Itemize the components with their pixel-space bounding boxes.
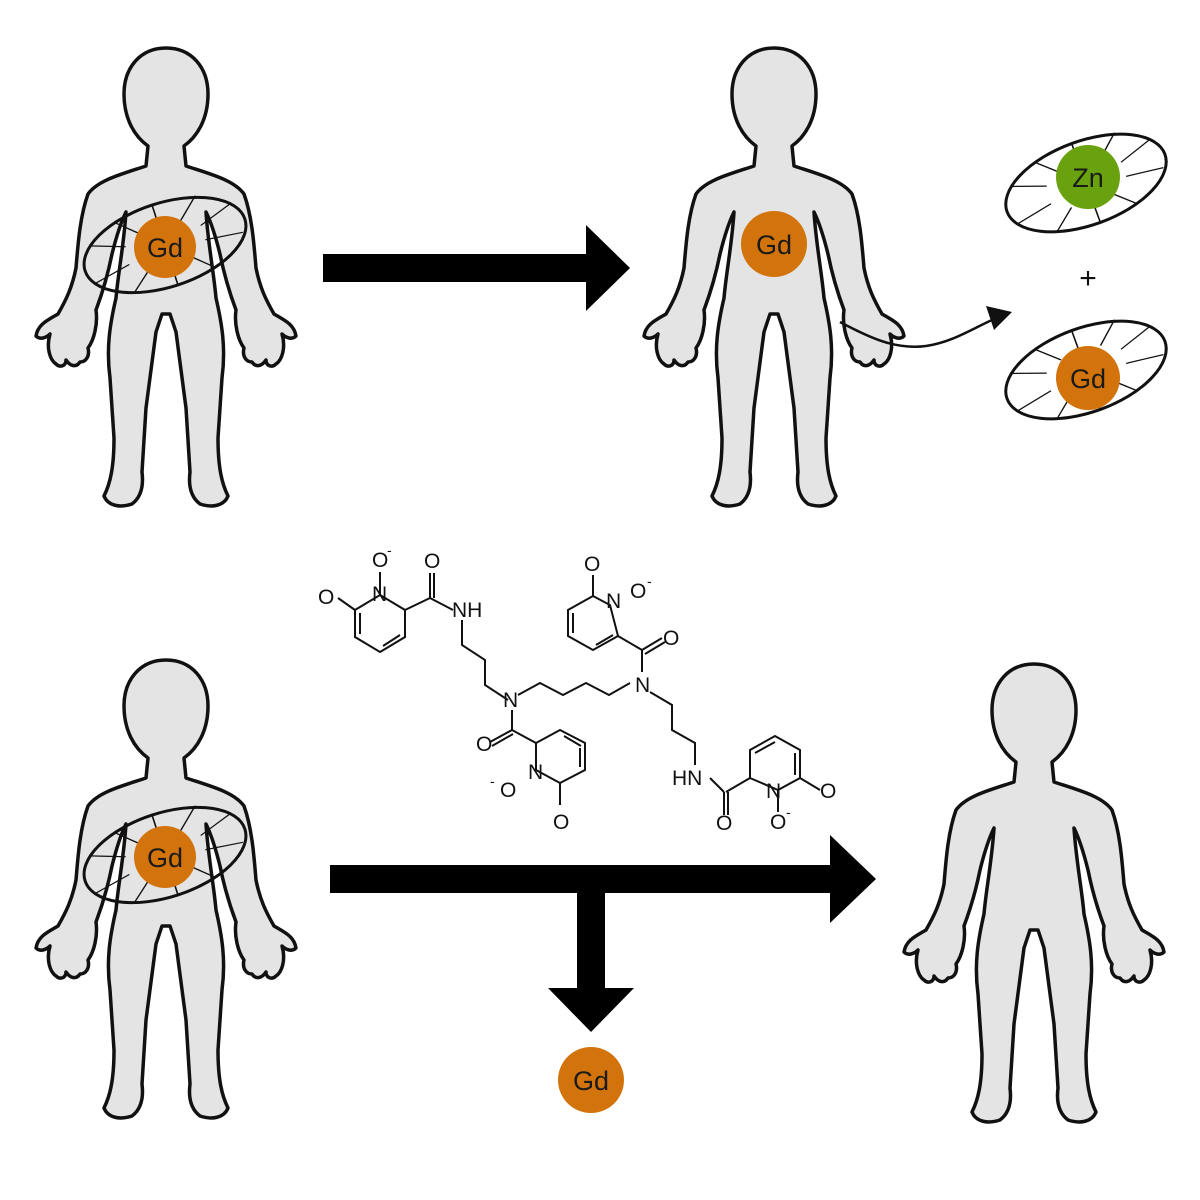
zn-chelate: Zn <box>997 116 1175 250</box>
svg-text:O: O <box>716 812 732 835</box>
svg-text:-: - <box>647 573 652 589</box>
svg-text:O: O <box>663 627 679 650</box>
gd-ion-bottom-left: Gd <box>134 826 196 888</box>
gd-chelate-released: Gd <box>997 303 1175 437</box>
svg-text:O: O <box>584 553 600 576</box>
svg-text:N: N <box>606 590 621 613</box>
svg-text:-: - <box>387 542 392 558</box>
person-bottom-right <box>902 662 1166 1124</box>
svg-text:N: N <box>528 761 543 784</box>
process-arrow-bottom <box>330 835 876 1032</box>
molecule-labels: O N O - O NH N N O N O - O O N O - O HN … <box>318 542 836 835</box>
svg-text:O: O <box>476 733 492 756</box>
transmetallation-arrow <box>839 306 1012 348</box>
svg-text:Zn: Zn <box>1072 163 1104 193</box>
svg-text:O: O <box>770 811 786 834</box>
svg-text:Gd: Gd <box>756 230 792 260</box>
svg-text:Gd: Gd <box>573 1066 609 1096</box>
svg-text:O: O <box>372 549 388 572</box>
svg-text:HN: HN <box>672 767 702 790</box>
chelating-molecule <box>337 572 821 815</box>
svg-text:-: - <box>786 804 791 820</box>
svg-text:N: N <box>372 583 387 606</box>
svg-text:N: N <box>503 689 518 712</box>
svg-text:O: O <box>500 779 516 802</box>
svg-text:Gd: Gd <box>147 843 183 873</box>
svg-text:O: O <box>424 550 440 573</box>
gd-ion-top-left: Gd <box>134 216 196 278</box>
svg-text:Gd: Gd <box>1070 364 1106 394</box>
svg-text:NH: NH <box>452 599 482 622</box>
svg-text:N: N <box>766 780 781 803</box>
plus-sign: + <box>1079 262 1097 295</box>
person-bottom-left <box>34 658 298 1120</box>
chelator-ring-bottom-left <box>77 790 253 920</box>
svg-text:O: O <box>630 580 646 603</box>
svg-text:N: N <box>635 674 650 697</box>
svg-text:Gd: Gd <box>147 233 183 263</box>
svg-text:O: O <box>553 811 569 834</box>
svg-text:-: - <box>490 773 495 789</box>
process-arrow-top <box>323 225 630 311</box>
gd-ion-removed: Gd <box>558 1047 624 1113</box>
svg-text:O: O <box>318 586 334 609</box>
gd-ion-top-right: Gd <box>741 211 807 277</box>
svg-text:O: O <box>820 780 836 803</box>
